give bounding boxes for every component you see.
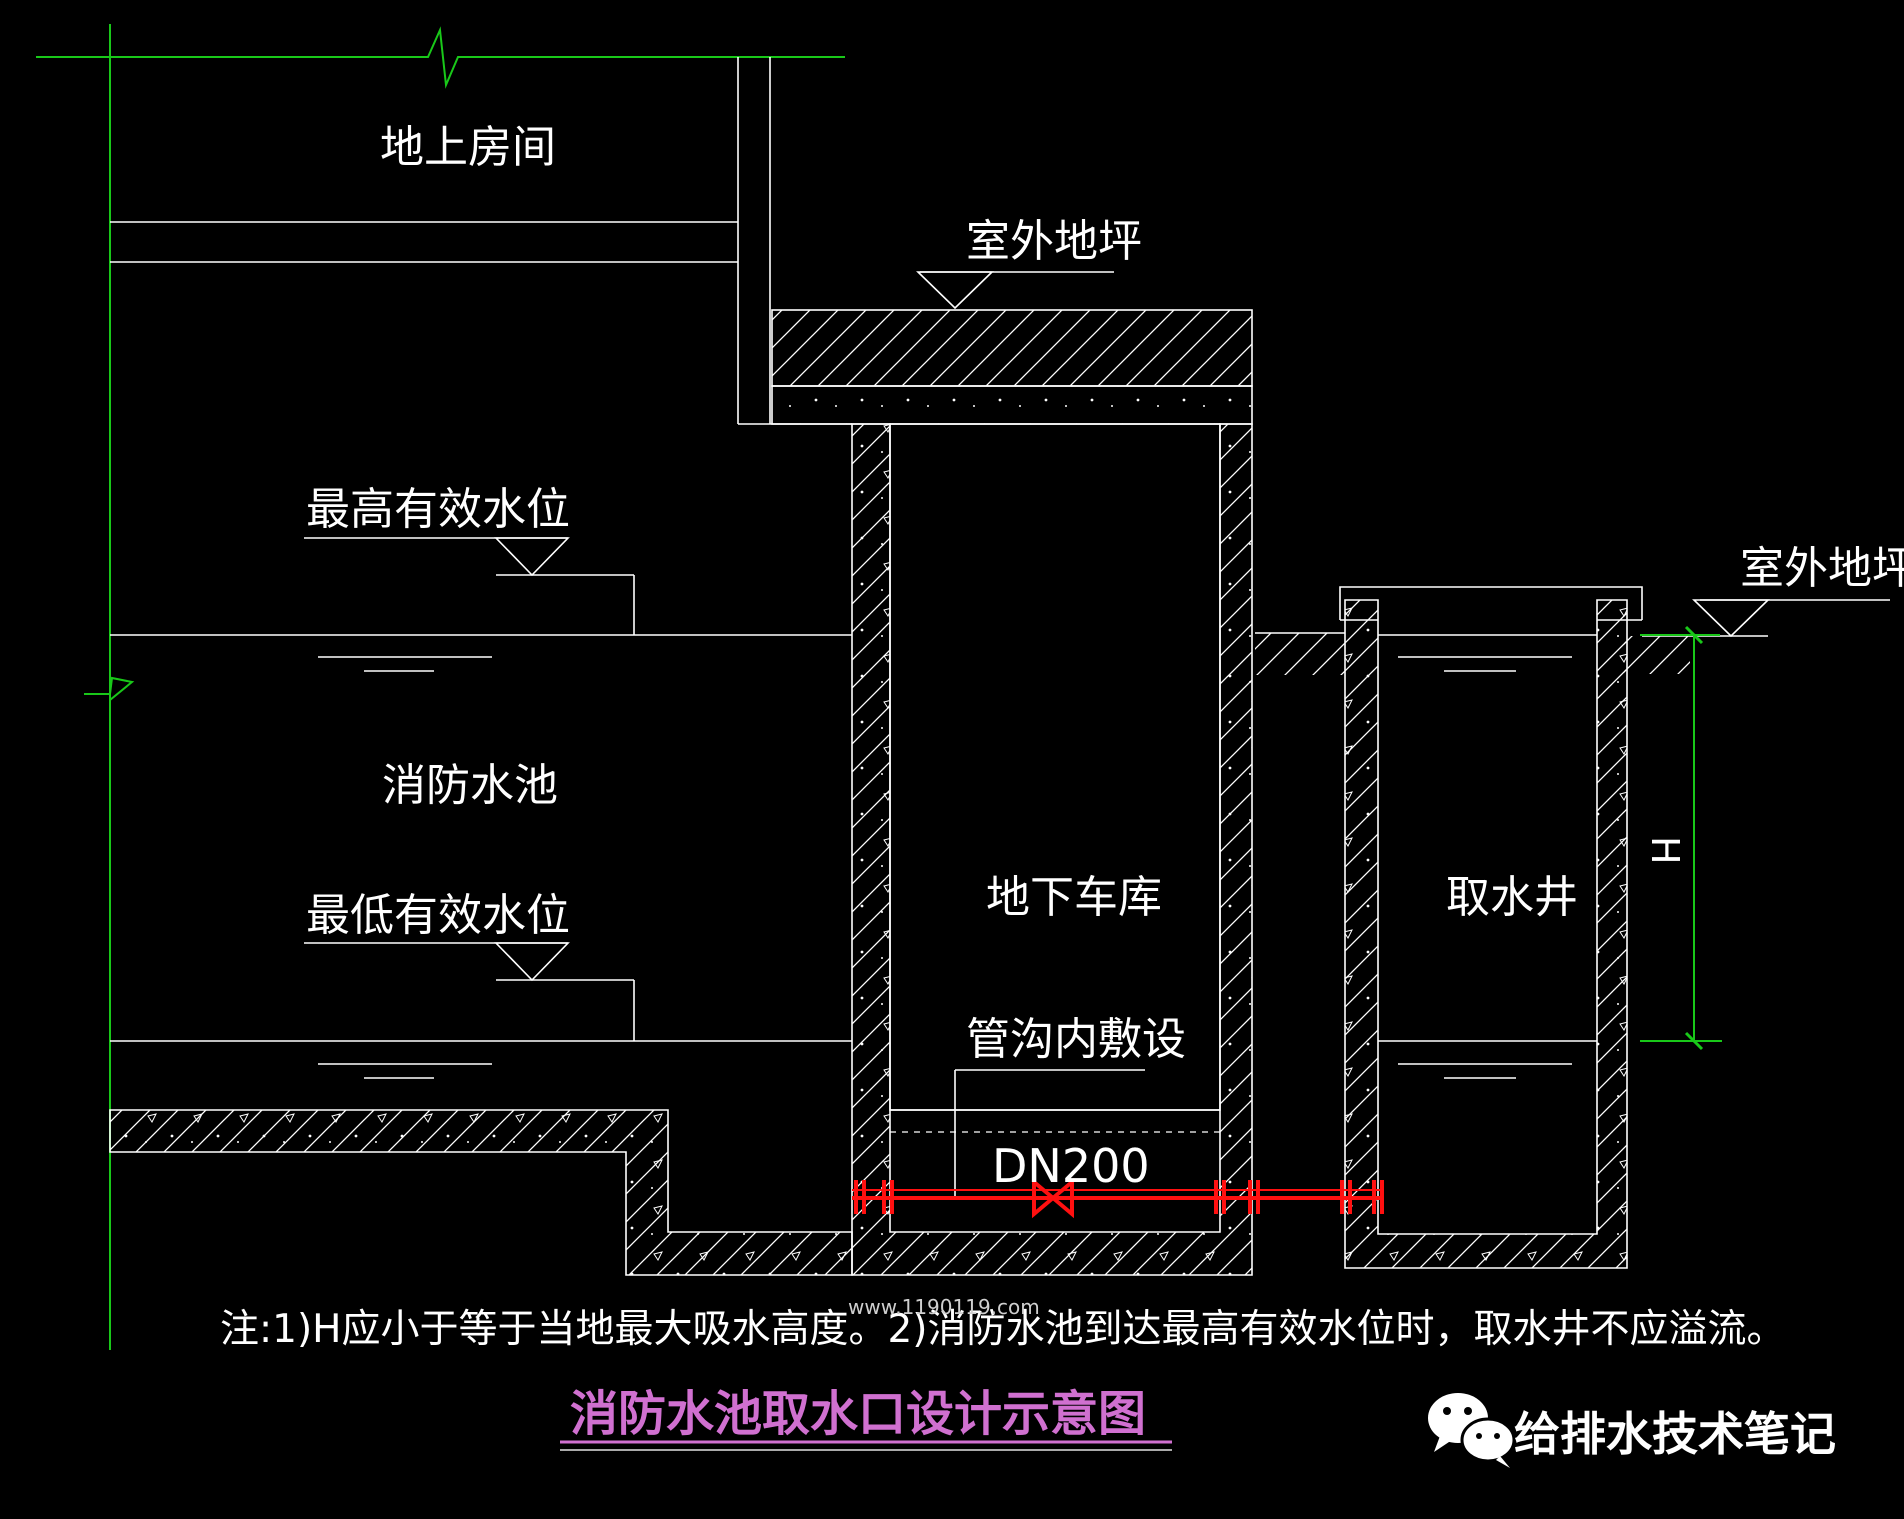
watermark: www.1190119.com xyxy=(848,1295,1040,1319)
label-min-water-level: 最低有效水位 xyxy=(306,890,570,941)
label-dimension-h: H xyxy=(1643,836,1687,865)
brand-name: 给排水技术笔记 xyxy=(1514,1407,1836,1461)
ground-hatch-left xyxy=(1255,632,1345,675)
basement-garage-structure xyxy=(851,423,1253,1276)
label-fire-pool: 消防水池 xyxy=(382,760,558,811)
label-outdoor-ground-2: 室外地坪 xyxy=(1740,543,1904,594)
flange-well-wall xyxy=(1340,1180,1384,1214)
label-intake-well: 取水井 xyxy=(1446,872,1578,923)
garage-roof-slab xyxy=(771,309,1253,425)
ground-hatch-right xyxy=(1624,636,1690,674)
fire-pool-slab xyxy=(109,1109,853,1276)
intake-well-structure xyxy=(1339,586,1643,1269)
wechat-logo-icon xyxy=(1428,1393,1516,1468)
dn200-pipe xyxy=(852,1177,1384,1219)
label-outdoor-ground-1: 室外地坪 xyxy=(966,216,1142,267)
label-above-room: 地上房间 xyxy=(380,122,556,173)
dimension-h xyxy=(1640,625,1722,1051)
design-note: 注:1)H应小于等于当地最大吸水高度。2)消防水池到达最高有效水位时，取水井不应… xyxy=(220,1307,1786,1352)
label-max-water-level: 最高有效水位 xyxy=(306,484,570,535)
label-pipe-trench: 管沟内敷设 xyxy=(966,1014,1186,1065)
gate-valve xyxy=(1032,1177,1074,1219)
flange-garage-wall xyxy=(1214,1180,1260,1214)
diagram-title: 消防水池取水口设计示意图 xyxy=(570,1386,1146,1442)
fire-pool-levels xyxy=(110,537,852,1079)
above-ground-room xyxy=(110,57,852,425)
label-basement-garage: 地下车库 xyxy=(986,872,1162,923)
flange-pool-wall xyxy=(854,1180,894,1214)
label-pipe-size: DN200 xyxy=(992,1139,1150,1193)
